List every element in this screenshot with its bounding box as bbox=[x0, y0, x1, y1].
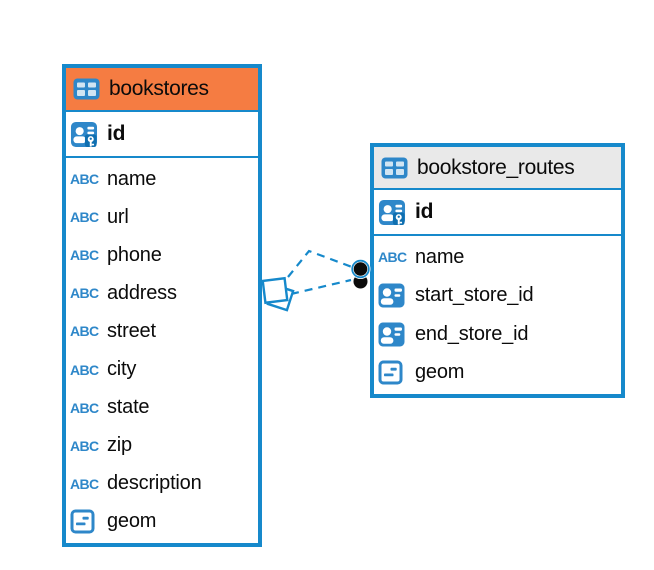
column-row-phone[interactable]: ABC phone bbox=[66, 236, 258, 274]
text-type-icon: ABC bbox=[70, 475, 99, 492]
column-label: street bbox=[107, 319, 156, 342]
many-end-marker-stacked-squares[interactable] bbox=[261, 276, 295, 312]
column-row-address[interactable]: ABC address bbox=[66, 274, 258, 312]
primary-key-icon-wrap bbox=[69, 121, 107, 148]
primary-key-label: id bbox=[107, 122, 126, 145]
object-type-icon bbox=[378, 360, 403, 385]
one-end-marker-dots[interactable] bbox=[350, 259, 371, 289]
relationship-line-2[interactable] bbox=[290, 278, 352, 296]
column-label: description bbox=[107, 472, 202, 495]
table-bookstore-routes[interactable]: bookstore_routes id ABC name start_store… bbox=[370, 143, 625, 398]
table-bookstore-routes-header[interactable]: bookstore_routes bbox=[374, 147, 621, 190]
column-row-street[interactable]: ABC street bbox=[66, 312, 258, 350]
primary-key-row[interactable]: id bbox=[374, 190, 621, 236]
column-type-icon-wrap: ABC bbox=[69, 363, 107, 377]
text-type-icon: ABC bbox=[70, 285, 99, 302]
text-type-icon: ABC bbox=[70, 171, 99, 188]
primary-key-icon-wrap bbox=[377, 199, 415, 226]
column-type-icon-wrap: ABC bbox=[69, 324, 107, 338]
relationship-line-1[interactable] bbox=[287, 249, 353, 278]
column-label: geom bbox=[107, 510, 157, 533]
column-list: ABC name start_store_id end_store_id geo… bbox=[374, 236, 621, 394]
primary-key-icon bbox=[70, 121, 98, 148]
column-label: name bbox=[415, 245, 465, 268]
column-type-icon-wrap bbox=[377, 360, 415, 385]
column-row-start_store_id[interactable]: start_store_id bbox=[374, 277, 621, 316]
column-list: ABC name ABC url ABC phone ABC address A… bbox=[66, 158, 258, 543]
column-label: city bbox=[107, 358, 137, 381]
column-label: start_store_id bbox=[415, 284, 534, 307]
table-icon bbox=[73, 78, 100, 100]
text-type-icon: ABC bbox=[70, 209, 99, 226]
primary-key-label: id bbox=[415, 200, 434, 223]
column-row-url[interactable]: ABC url bbox=[66, 198, 258, 236]
column-row-geom[interactable]: geom bbox=[66, 503, 258, 541]
column-label: phone bbox=[107, 243, 162, 266]
column-type-icon-wrap: ABC bbox=[69, 401, 107, 415]
text-type-icon: ABC bbox=[378, 249, 407, 266]
column-row-name[interactable]: ABC name bbox=[66, 160, 258, 198]
column-type-icon-wrap bbox=[377, 322, 415, 347]
column-type-icon-wrap: ABC bbox=[69, 439, 107, 453]
column-label: url bbox=[107, 205, 129, 228]
table-title: bookstores bbox=[109, 77, 209, 100]
text-type-icon: ABC bbox=[70, 399, 99, 416]
column-type-icon-wrap: ABC bbox=[69, 172, 107, 186]
column-row-end_store_id[interactable]: end_store_id bbox=[374, 315, 621, 354]
column-row-state[interactable]: ABC state bbox=[66, 389, 258, 427]
text-type-icon: ABC bbox=[70, 361, 99, 378]
column-type-icon-wrap: ABC bbox=[69, 248, 107, 262]
table-title: bookstore_routes bbox=[417, 155, 575, 179]
column-row-geom[interactable]: geom bbox=[374, 354, 621, 393]
reference-type-icon bbox=[378, 322, 405, 347]
table-icon bbox=[381, 157, 408, 179]
column-type-icon-wrap: ABC bbox=[69, 286, 107, 300]
table-bookstores-header[interactable]: bookstores bbox=[66, 68, 258, 112]
reference-type-icon bbox=[378, 283, 405, 308]
column-type-icon-wrap: ABC bbox=[69, 477, 107, 491]
column-type-icon-wrap: ABC bbox=[377, 250, 415, 264]
column-type-icon-wrap bbox=[69, 509, 107, 534]
column-row-city[interactable]: ABC city bbox=[66, 350, 258, 388]
text-type-icon: ABC bbox=[70, 437, 99, 454]
column-label: geom bbox=[415, 361, 465, 384]
text-type-icon: ABC bbox=[70, 247, 99, 264]
column-row-description[interactable]: ABC description bbox=[66, 465, 258, 503]
column-type-icon-wrap bbox=[377, 283, 415, 308]
column-label: end_store_id bbox=[415, 322, 529, 345]
object-type-icon bbox=[70, 509, 95, 534]
column-label: zip bbox=[107, 434, 132, 457]
column-label: address bbox=[107, 281, 177, 304]
column-type-icon-wrap: ABC bbox=[69, 210, 107, 224]
column-row-zip[interactable]: ABC zip bbox=[66, 427, 258, 465]
column-label: state bbox=[107, 396, 150, 419]
column-label: name bbox=[107, 167, 157, 190]
table-bookstores[interactable]: bookstores id ABC name ABC url ABC phone… bbox=[62, 64, 262, 547]
relationship-lines[interactable] bbox=[261, 249, 371, 312]
text-type-icon: ABC bbox=[70, 323, 99, 340]
primary-key-icon bbox=[378, 199, 406, 226]
column-row-name[interactable]: ABC name bbox=[374, 238, 621, 277]
primary-key-row[interactable]: id bbox=[66, 112, 258, 158]
